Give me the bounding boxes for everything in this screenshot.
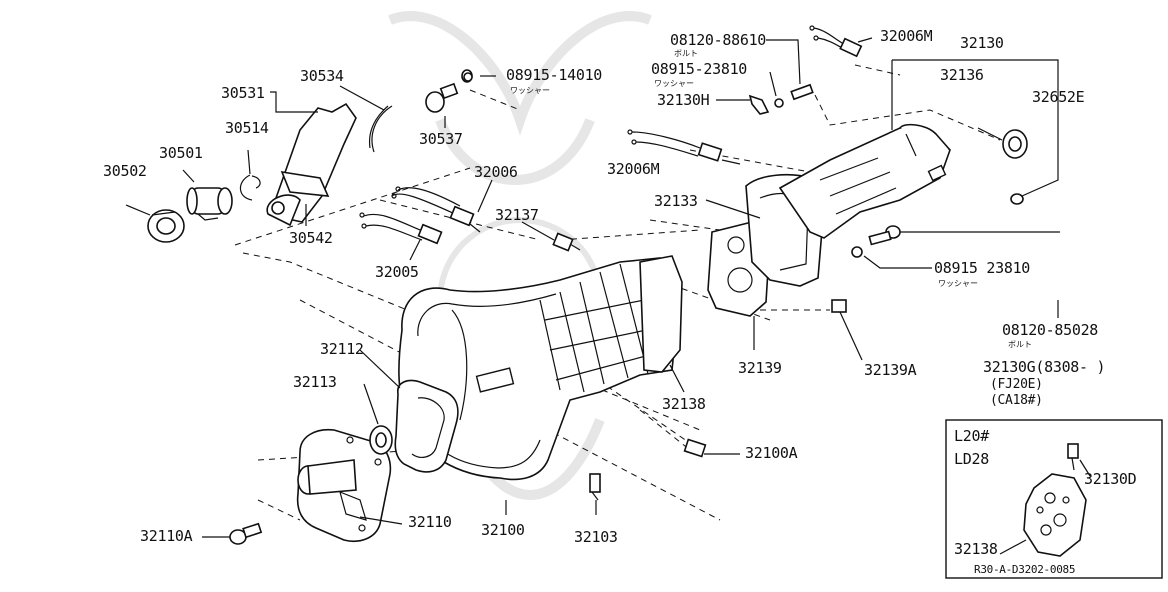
leader-lines xyxy=(125,37,1060,538)
label-32110: 32110 xyxy=(408,513,452,531)
extension-housing-part xyxy=(778,123,951,239)
label-30531: 30531 xyxy=(221,84,265,102)
label-32006M-top: 32006M xyxy=(880,27,933,45)
label-ca18: (CA18#) xyxy=(990,393,1043,408)
label-32130H: 32130H xyxy=(657,91,710,109)
switch-32006-part xyxy=(391,186,481,233)
label-32100A: 32100A xyxy=(745,444,798,462)
plug-cap-part xyxy=(1010,193,1024,205)
label-32133: 32133 xyxy=(654,192,698,210)
label-08915-23810-mid: 08915 23810 xyxy=(934,259,1031,277)
label-32112: 32112 xyxy=(320,340,364,358)
transmission-case-part xyxy=(398,255,683,481)
oil-seal-32652E-part xyxy=(1002,129,1028,159)
bolt-32110A-part xyxy=(229,522,263,545)
front-gasket-part xyxy=(394,379,459,473)
switch-32005-part xyxy=(359,212,443,245)
label-bolt-2: ボルト xyxy=(1008,340,1032,349)
label-32139A: 32139A xyxy=(864,361,917,379)
bracket-32130H-part xyxy=(748,83,814,115)
label-washer-1: ワッシャー xyxy=(510,86,550,95)
switch-32006M-mid-part xyxy=(627,129,723,162)
label-32130G: 32130G(8308- ) xyxy=(983,358,1106,376)
label-32006: 32006 xyxy=(474,163,518,181)
inset-label-ld28: LD28 xyxy=(954,450,989,468)
label-washer-3: ワッシャー xyxy=(938,279,978,288)
label-32005: 32005 xyxy=(375,263,419,281)
label-32113: 32113 xyxy=(293,373,337,391)
oil-seal-32113-part xyxy=(369,425,393,455)
label-bolt-1: ボルト xyxy=(674,49,698,58)
label-32137: 32137 xyxy=(495,206,539,224)
label-32652E: 32652E xyxy=(1032,88,1085,106)
inset-label-l20: L20# xyxy=(954,427,989,445)
inset-label-32138: 32138 xyxy=(954,540,998,558)
label-32136: 32136 xyxy=(940,66,984,84)
label-08120-85028: 08120-85028 xyxy=(1002,321,1099,339)
label-30542: 30542 xyxy=(289,229,333,247)
diagram-code: R30-A-D3202-0085 xyxy=(974,563,1076,576)
label-32006M-mid: 32006M xyxy=(607,160,660,178)
label-30514: 30514 xyxy=(225,119,269,137)
bolt-08120-85028-part xyxy=(868,225,901,246)
plug-32137-part xyxy=(552,232,581,252)
label-32103: 32103 xyxy=(574,528,618,546)
plug-32100A-part xyxy=(683,438,707,458)
withdrawal-lever-part xyxy=(266,102,357,227)
washer-small-part xyxy=(463,72,473,82)
inset-panel xyxy=(945,419,1163,579)
label-32110A: 32110A xyxy=(140,527,193,545)
label-fj20e: (FJ20E) xyxy=(990,377,1043,392)
clip-part xyxy=(239,174,261,201)
bearing-sleeve-part xyxy=(186,187,233,221)
label-08915-23810-top: 08915-23810 xyxy=(651,60,748,78)
label-08120-88610: 08120-88610 xyxy=(670,31,767,49)
release-bearing-part xyxy=(147,209,185,243)
plug-32139A-part xyxy=(831,299,847,313)
label-30502: 30502 xyxy=(103,162,147,180)
switch-32006M-upper-part xyxy=(809,25,863,58)
front-cover-part xyxy=(296,428,392,542)
label-30534: 30534 xyxy=(300,67,344,85)
retainer-spring-part xyxy=(368,105,393,153)
label-08915-14010: 08915-14010 xyxy=(506,66,603,84)
label-washer-2: ワッシャー xyxy=(654,79,694,88)
label-32100: 32100 xyxy=(481,521,525,539)
label-30501: 30501 xyxy=(159,144,203,162)
label-30537: 30537 xyxy=(419,130,463,148)
label-32130: 32130 xyxy=(960,34,1004,52)
inset-label-32130D: 32130D xyxy=(1084,470,1137,488)
label-32139: 32139 xyxy=(738,359,782,377)
drain-plug-part xyxy=(589,473,601,501)
label-32138: 32138 xyxy=(662,395,706,413)
washer-08915-23810-part xyxy=(851,246,863,258)
